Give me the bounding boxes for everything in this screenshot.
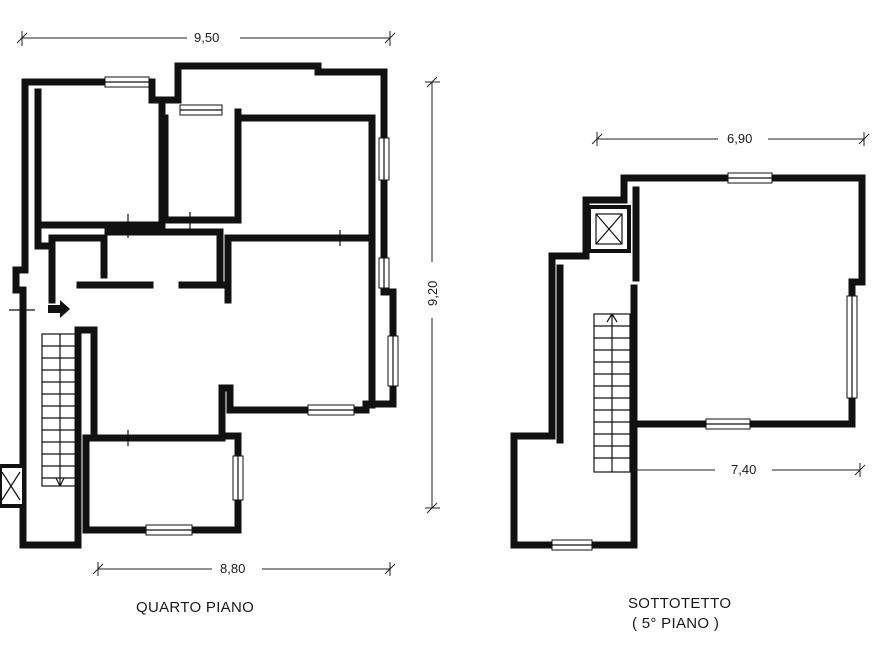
shaft-right [587, 205, 631, 253]
windows-left [104, 76, 399, 536]
dim-label-bottom-right: 7,40 [731, 462, 756, 477]
staircase-left [41, 333, 79, 487]
dim-label-right-left: 9,20 [425, 281, 440, 306]
dim-label-bottom-left: 8,80 [220, 561, 245, 576]
dim-label-top-left: 9,50 [194, 30, 219, 45]
outer-wall-right [510, 174, 866, 549]
shaft-left [0, 464, 26, 508]
caption-quinto-piano: ( 5° PIANO ) [632, 615, 719, 632]
dim-line-bottom-right [634, 463, 866, 477]
entrance-arrow-icon [48, 300, 70, 318]
dim-label-top-right: 6,90 [727, 131, 752, 146]
sottotetto-plan: 6,90 [510, 131, 870, 632]
door-marks-left [9, 212, 341, 446]
interior-walls-right [556, 186, 640, 444]
dim-line-right-left [425, 76, 440, 514]
dim-line-top-right [591, 132, 870, 146]
staircase-right [593, 313, 631, 473]
caption-quarto-piano: QUARTO PIANO [136, 599, 254, 616]
dim-line-top-left [16, 31, 396, 46]
quarto-piano-plan: 9,50 9,20 8,80 [0, 30, 440, 616]
interior-walls-left [34, 88, 376, 442]
outer-wall-left [12, 62, 397, 549]
windows-right [551, 172, 858, 551]
dim-line-bottom-left [92, 562, 396, 576]
caption-sottotetto: SOTTOTETTO [628, 595, 731, 612]
